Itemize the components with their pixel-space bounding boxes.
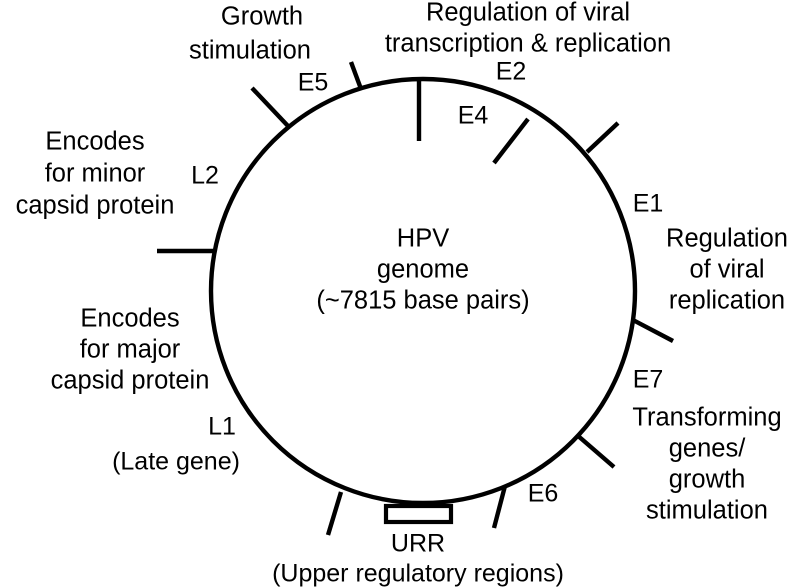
- annotation-major-capsid-line2: for major: [80, 336, 181, 364]
- annotation-regulation-transcription-line1: Regulation of viral: [426, 0, 630, 27]
- gene-label-e6: E6: [528, 480, 559, 508]
- annotation-regulation-transcription-line2: transcription & replication: [385, 30, 671, 58]
- gene-label-e5: E5: [298, 69, 329, 97]
- tick-e7-e6-boundary: [575, 433, 616, 469]
- tick-e4-e2-boundary: [492, 117, 530, 165]
- annotation-transforming-genes-line3: growth: [669, 466, 746, 494]
- annotation-transforming-genes-line1: Transforming: [632, 404, 781, 432]
- gene-label-e2: E2: [496, 58, 527, 86]
- annotation-minor-capsid-line3: capsid protein: [16, 192, 175, 220]
- tick-urr-l1-boundary: [325, 491, 344, 536]
- gene-label-e4: E4: [458, 102, 489, 130]
- annotation-minor-capsid-line2: for minor: [45, 160, 146, 188]
- tick-e2-e1-boundary: [585, 121, 620, 154]
- annotation-major-capsid-line3: capsid protein: [51, 367, 210, 395]
- urr-box: [383, 503, 454, 525]
- annotation-growth-stimulation-line1: Growth: [221, 3, 303, 31]
- gene-label-l1: L1: [208, 413, 236, 441]
- gene-label-urr: URR: [391, 530, 445, 558]
- annotation-major-capsid-line1: Encodes: [80, 305, 179, 333]
- gene-label-l1-late-gene: (Late gene): [112, 448, 240, 476]
- center-line-genome: genome: [377, 256, 469, 284]
- genome-circle: [208, 76, 638, 506]
- annotation-minor-capsid-line1: Encodes: [45, 128, 144, 156]
- tick-e5-e4-boundary: [348, 61, 364, 90]
- gene-label-e7: E7: [633, 366, 664, 394]
- center-line-basepairs: (~7815 base pairs): [316, 287, 529, 315]
- tick-e6-urr-boundary: [491, 485, 508, 529]
- annotation-transforming-genes-line4: stimulation: [646, 497, 768, 525]
- tick-l2-e5-boundary: [250, 86, 290, 128]
- tick-e1-e7-boundary: [631, 318, 675, 343]
- annotation-regulation-replication-line2: of viral: [689, 256, 764, 284]
- center-line-hpv: HPV: [397, 225, 449, 253]
- annotation-regulation-replication-line3: replication: [669, 287, 785, 315]
- gene-label-e1: E1: [633, 190, 664, 218]
- annotation-regulation-replication-line1: Regulation: [666, 225, 788, 253]
- gene-label-urr-expansion: (Upper regulatory regions): [272, 560, 564, 588]
- gene-label-l2: L2: [191, 162, 219, 190]
- annotation-transforming-genes-line2: genes/: [669, 435, 746, 463]
- annotation-growth-stimulation-line2: stimulation: [189, 37, 311, 65]
